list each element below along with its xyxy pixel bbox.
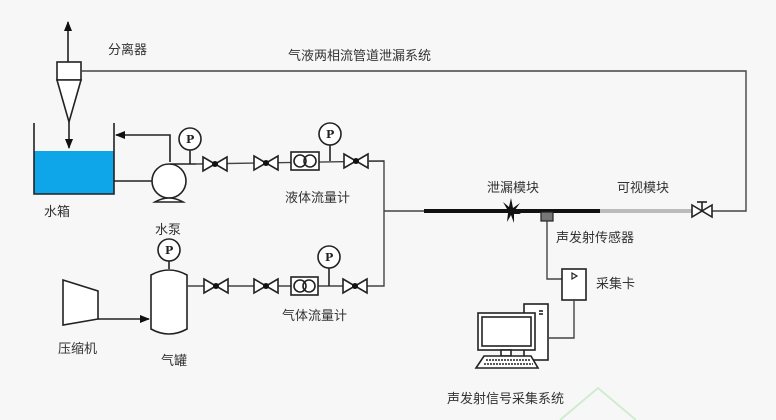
separator	[55, 21, 83, 149]
visual-module-label: 可视模块	[617, 181, 669, 196]
pressure-gauge-icon	[178, 127, 202, 151]
gauge-letter: P	[325, 251, 333, 264]
ae-sensor-label: 声发射传感器	[556, 230, 634, 246]
gauge-letter: P	[165, 244, 173, 257]
water-tank	[33, 123, 115, 195]
pressure-gauge-icon	[157, 238, 181, 262]
return-pipe	[81, 70, 747, 212]
gauge-letter: P	[186, 133, 194, 146]
sensor-cable	[546, 221, 562, 280]
separator-label: 分离器	[108, 42, 147, 58]
bypass-return-arrow	[115, 131, 171, 162]
watermark	[559, 386, 637, 420]
valve-icon[interactable]	[253, 277, 279, 295]
pressure-gauge-icon	[318, 122, 342, 146]
daq-cable	[549, 300, 575, 339]
leak-module-label: 泄漏模块	[487, 180, 539, 196]
water-fill	[34, 151, 114, 194]
ae-sensor-icon	[540, 211, 554, 222]
separator-cone	[55, 79, 83, 125]
leak-point-icon	[501, 198, 521, 223]
computer-icon	[474, 303, 549, 369]
valve-icon[interactable]	[253, 154, 279, 172]
compressor-icon	[62, 278, 99, 326]
water-tank-label: 水箱	[44, 204, 70, 220]
compressor-label: 压缩机	[58, 341, 97, 357]
liquid-flowmeter-icon	[290, 151, 320, 171]
valve-icon[interactable]	[343, 152, 369, 170]
pressure-gauge-icon	[317, 245, 341, 269]
pump-body	[151, 163, 187, 199]
liquid-flowmeter-label: 液体流量计	[285, 191, 350, 206]
gas-tank-label: 气罐	[161, 353, 187, 369]
gas-tank-icon	[150, 269, 188, 335]
gauge-letter: P	[326, 128, 334, 141]
gas-flowmeter-label: 气体流量计	[282, 308, 347, 324]
valve-icon[interactable]	[342, 277, 368, 295]
daq-card-icon	[561, 268, 587, 301]
water-pump-label: 水泵	[155, 223, 181, 238]
daq-card-label: 采集卡	[596, 276, 635, 292]
gas-flowmeter-icon	[290, 276, 319, 296]
valve-icon[interactable]	[203, 277, 229, 295]
tank-walls	[33, 123, 115, 195]
valve-icon[interactable]	[202, 155, 228, 173]
mixing-pipe	[368, 160, 385, 287]
system-title: 气液两相流管道泄漏系统	[288, 48, 431, 64]
pump-base	[151, 197, 187, 203]
ae-system-label: 声发射信号采集系统	[447, 391, 564, 407]
valve-icon[interactable]	[691, 201, 713, 219]
water-pump	[151, 163, 196, 203]
separator-head	[56, 61, 82, 81]
